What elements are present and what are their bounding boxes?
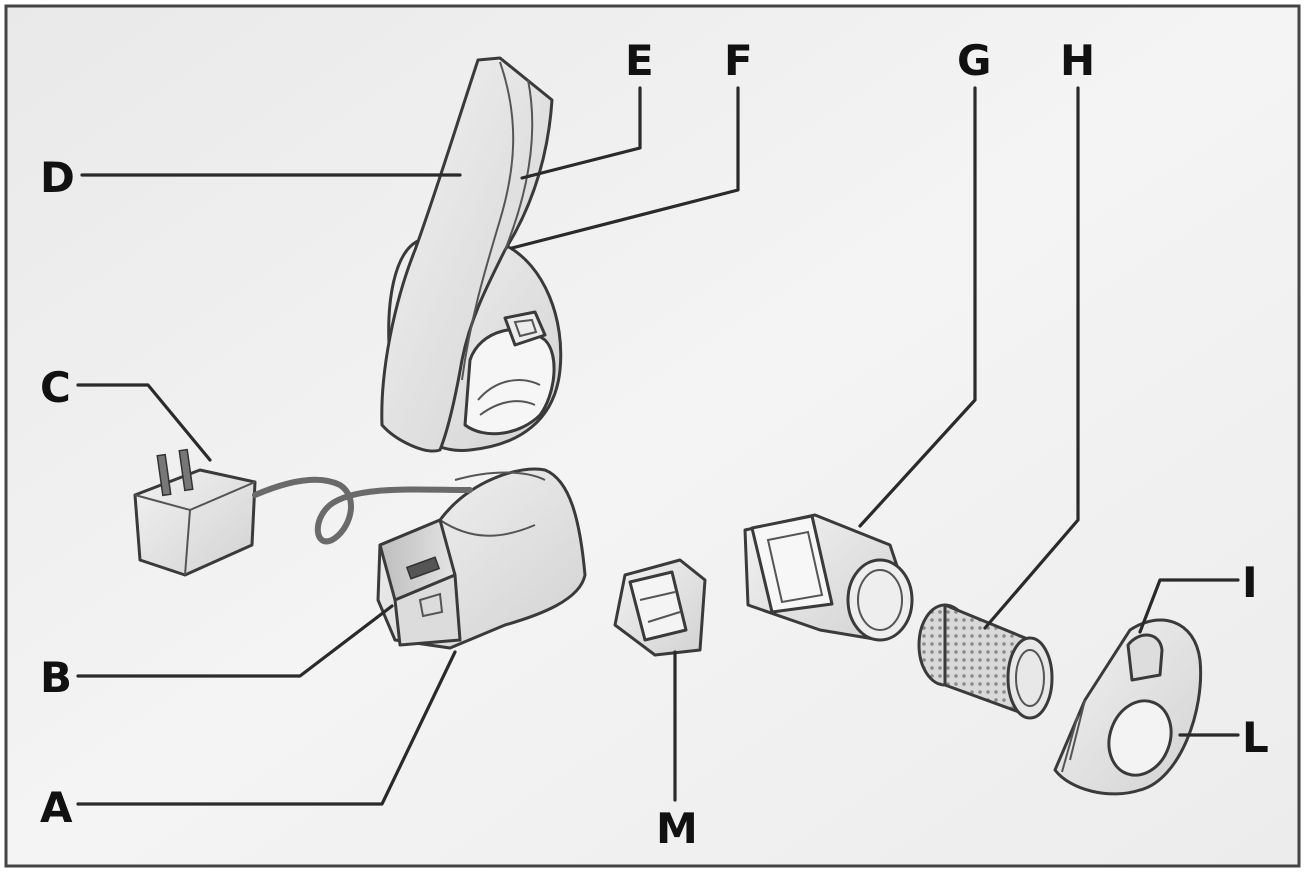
leader-E	[520, 86, 642, 180]
part-labels: D E F G H C B A M I L	[40, 36, 1269, 853]
label-I: I	[1242, 558, 1258, 607]
filter-housing	[743, 513, 914, 642]
label-D: D	[40, 153, 75, 202]
handheld-vacuum-body	[380, 56, 563, 453]
leader-lines	[76, 86, 1240, 806]
leader-C	[76, 383, 212, 462]
label-F: F	[724, 36, 753, 85]
leader-H	[983, 86, 1080, 630]
wall-charger	[133, 448, 473, 577]
rear-cover	[1053, 618, 1203, 796]
leader-G	[858, 86, 977, 528]
leader-B	[76, 604, 394, 678]
leader-A	[76, 650, 457, 806]
label-G: G	[957, 36, 991, 85]
label-A: A	[40, 783, 73, 832]
charging-base	[376, 467, 587, 650]
leader-I	[1138, 578, 1240, 634]
crevice-nozzle	[613, 558, 707, 657]
leader-F	[510, 86, 740, 250]
label-B: B	[40, 653, 72, 702]
label-M: M	[656, 804, 698, 853]
label-H: H	[1060, 36, 1095, 85]
label-L: L	[1242, 713, 1269, 762]
label-E: E	[625, 36, 654, 85]
mesh-filter	[917, 603, 1054, 720]
label-C: C	[40, 363, 71, 412]
